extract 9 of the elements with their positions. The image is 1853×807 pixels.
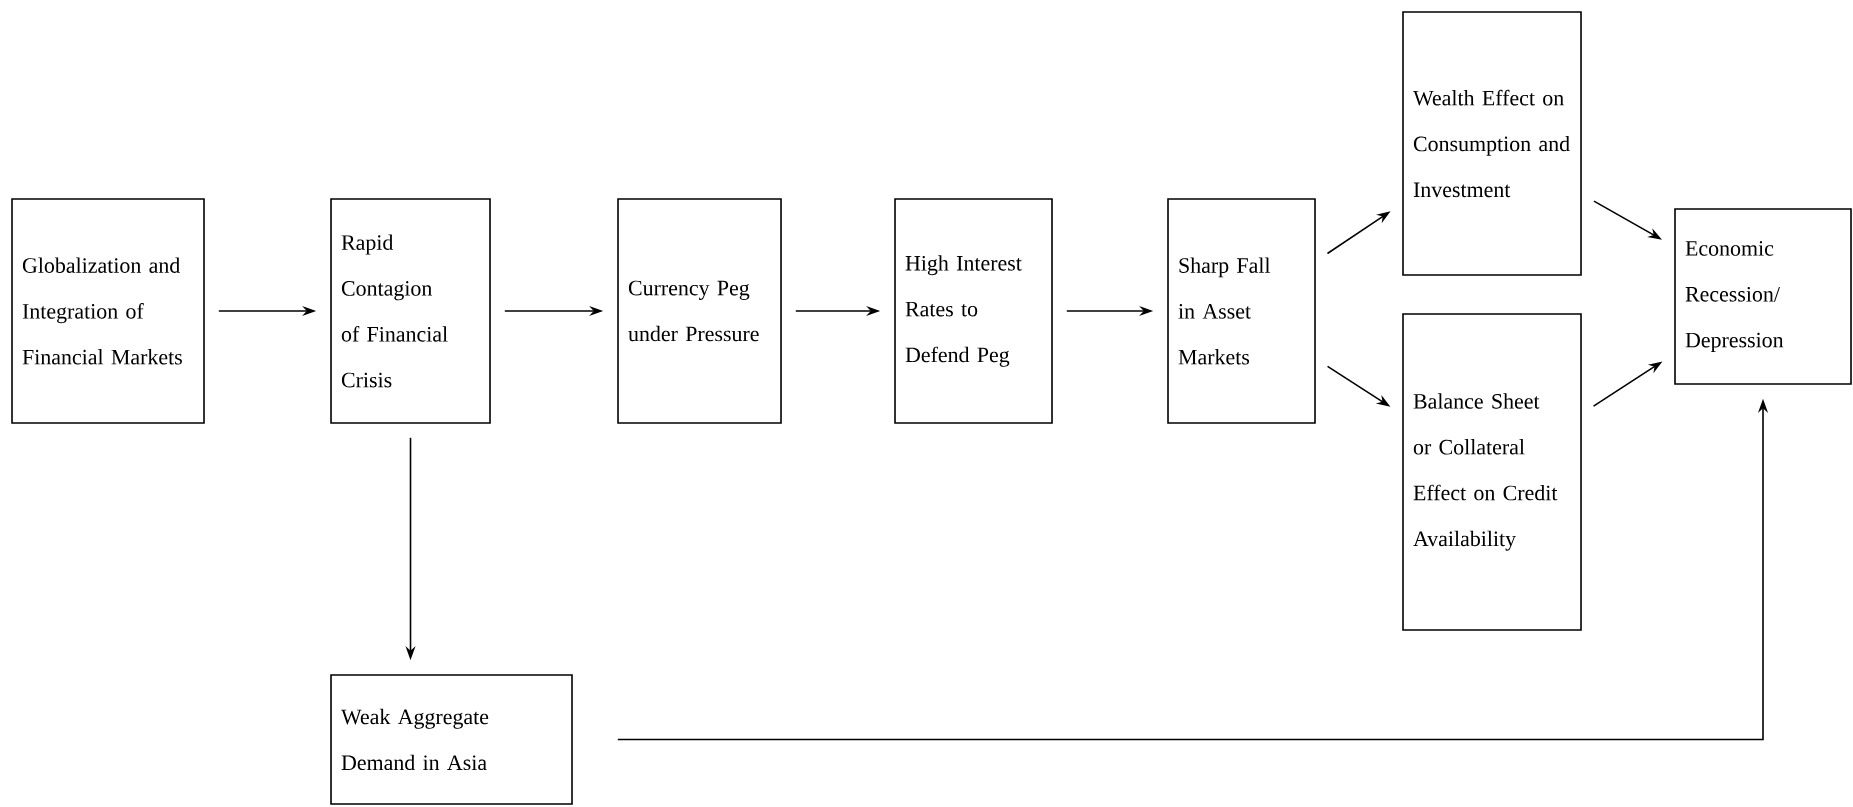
process-box: High Interest Rates to Defend Peg	[894, 198, 1053, 424]
process-box: Economic Recession/ Depression	[1674, 208, 1852, 385]
process-box: Weak Aggregate Demand in Asia	[330, 674, 573, 805]
process-box: Currency Peg under Pressure	[617, 198, 782, 424]
process-box: Sharp Fall in Asset Markets	[1167, 198, 1316, 424]
process-box: Globalization and Integration of Financial Markets	[11, 198, 205, 424]
process-box: Rapid Contagion of Financial Crisis	[330, 198, 491, 424]
process-box: Balance Sheet or Collateral Effect on Credit Availability	[1402, 313, 1582, 631]
process-box: Wealth Effect on Consumption and Investment	[1402, 11, 1582, 276]
